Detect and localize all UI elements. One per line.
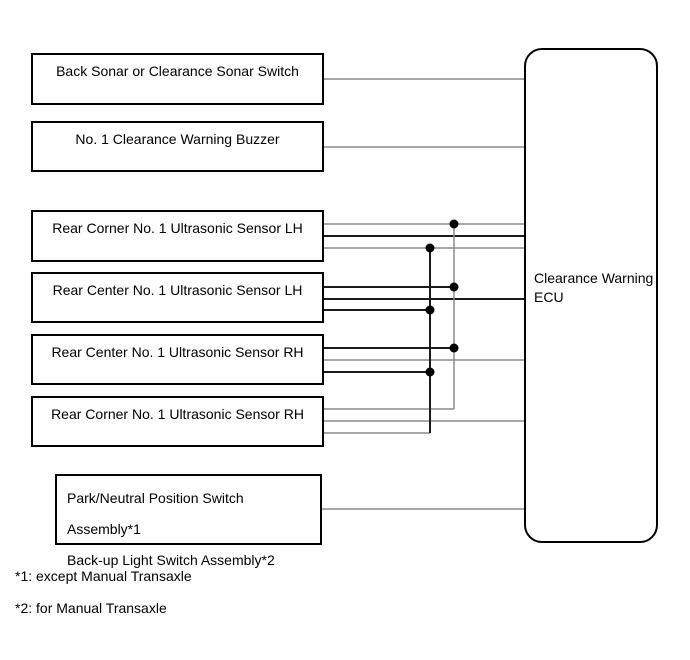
component-label: Rear Center No. 1 Ultrasonic Sensor LH [52,282,303,298]
junction-dot [449,219,459,229]
component-box-clearance-warning-buzzer: No. 1 Clearance Warning Buzzer [31,121,324,172]
ecu-box: Clearance Warning ECU [524,48,658,543]
footnote-2: *2: for Manual Transaxle [15,600,167,616]
component-box-rear-center-sensor-rh: Rear Center No. 1 Ultrasonic Sensor RH [31,334,324,385]
component-box-back-sonar-switch: Back Sonar or Clearance Sonar Switch [31,53,324,105]
component-label: Back Sonar or Clearance Sonar Switch [56,63,299,79]
component-label-line2: Back-up Light Switch Assembly*2 [67,552,275,568]
junction-dot [425,367,435,377]
footnote-1: *1: except Manual Transaxle [15,568,192,584]
component-box-rear-corner-sensor-rh: Rear Corner No. 1 Ultrasonic Sensor RH [31,396,324,447]
junction-dot [449,343,459,353]
component-label: Rear Corner No. 1 Ultrasonic Sensor LH [52,220,303,236]
component-box-pnp-backup-switch: Park/Neutral Position Switch Assembly*1 … [55,474,322,568]
junction-dot [425,243,435,253]
component-box-rear-corner-sensor-lh: Rear Corner No. 1 Ultrasonic Sensor LH [31,210,324,262]
component-label: Rear Center No. 1 Ultrasonic Sensor RH [51,344,304,360]
component-label-line1: Park/Neutral Position Switch Assembly*1 [67,490,244,537]
component-label: Rear Corner No. 1 Ultrasonic Sensor RH [51,406,304,422]
component-label: No. 1 Clearance Warning Buzzer [75,131,280,147]
junction-dot [425,305,435,315]
junction-dot [449,282,459,292]
component-box-rear-center-sensor-lh: Rear Center No. 1 Ultrasonic Sensor LH [31,272,324,323]
ecu-label: Clearance Warning ECU [534,270,654,305]
